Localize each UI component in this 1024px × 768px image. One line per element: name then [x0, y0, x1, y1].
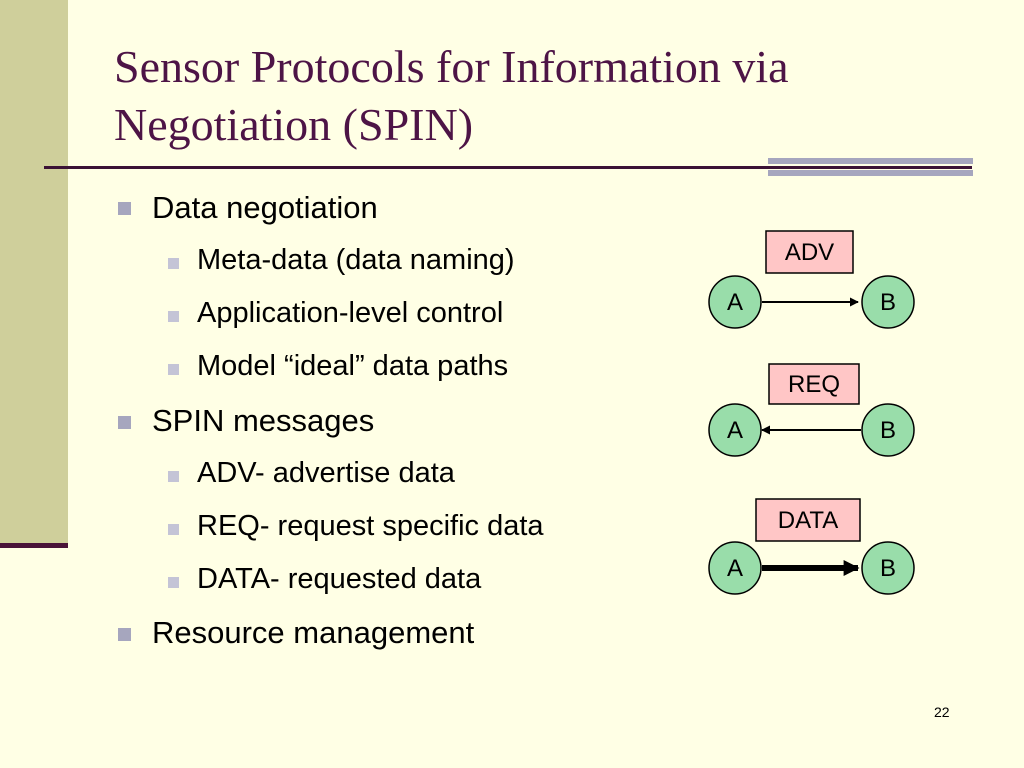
node-b-circle: [861, 403, 915, 457]
sub-bullet-square-icon: [168, 577, 179, 588]
sub-bullet-adv: ADV- advertise data: [197, 457, 455, 489]
left-bar-underline: [0, 543, 68, 548]
adv-message-label: ADV: [785, 239, 834, 266]
page-number: 22: [934, 704, 950, 720]
sub-bullet-square-icon: [168, 364, 179, 375]
node-a-label: A: [727, 289, 743, 316]
node-b-label: B: [880, 417, 896, 444]
node-a-circle: [708, 541, 762, 595]
node-b-circle: [861, 541, 915, 595]
sub-bullet-data: DATA- requested data: [197, 563, 482, 595]
node-b-label: B: [880, 555, 896, 582]
spin-message-diagram: ADV A B REQ A B DATA A B: [708, 230, 915, 595]
req-message-label: REQ: [788, 371, 840, 398]
req-message-box: [768, 363, 860, 405]
data-message-label: DATA: [778, 507, 838, 534]
sub-bullet-square-icon: [168, 524, 179, 535]
bullet-square-icon: [118, 628, 131, 641]
bullet-spin-messages: SPIN messages: [152, 403, 375, 438]
sub-bullet-square-icon: [168, 471, 179, 482]
node-a-circle: [708, 275, 762, 329]
bullet-resource-management: Resource management: [152, 615, 475, 650]
sub-bullet-model-ideal-paths: Model “ideal” data paths: [197, 350, 509, 382]
sub-bullet-meta-data: Meta-data (data naming): [197, 244, 515, 276]
title-divider: [44, 166, 972, 169]
data-message-box: [755, 498, 861, 542]
slide-title: Sensor Protocols for Information via Neg…: [114, 41, 789, 150]
sub-bullet-square-icon: [168, 258, 179, 269]
adv-message-box: [765, 230, 854, 274]
node-a-label: A: [727, 555, 743, 582]
title-accent-bars: [768, 158, 973, 178]
node-a-label: A: [727, 417, 743, 444]
bullet-square-icon: [118, 416, 131, 429]
node-b-circle: [861, 275, 915, 329]
node-a-circle: [708, 403, 762, 457]
bullet-data-negotiation: Data negotiation: [152, 190, 378, 225]
bullet-square-icon: [118, 202, 131, 215]
sub-bullet-square-icon: [168, 311, 179, 322]
node-b-label: B: [880, 289, 896, 316]
left-decorative-bar: [0, 0, 68, 546]
sub-bullet-req: REQ- request specific data: [197, 510, 544, 542]
sub-bullet-application-level-control: Application-level control: [197, 297, 504, 329]
